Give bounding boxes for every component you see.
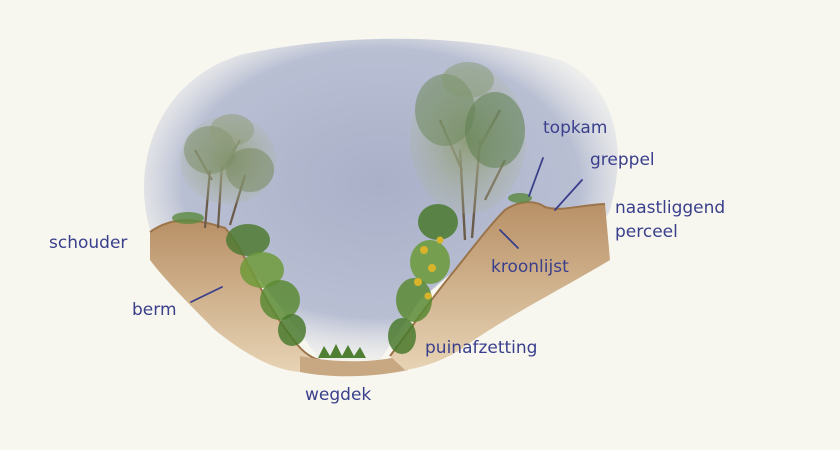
label-perceel: perceel <box>615 222 678 242</box>
label-wegdek: wegdek <box>305 385 371 405</box>
label-naastliggend: naastliggend <box>615 198 725 218</box>
label-greppel: greppel <box>590 150 655 170</box>
label-schouder: schouder <box>49 233 127 253</box>
label-kroonlijst: kroonlijst <box>491 257 569 277</box>
label-berm: berm <box>132 300 177 320</box>
label-topkam: topkam <box>543 118 607 138</box>
label-puinafzetting: puinafzetting <box>425 338 537 358</box>
